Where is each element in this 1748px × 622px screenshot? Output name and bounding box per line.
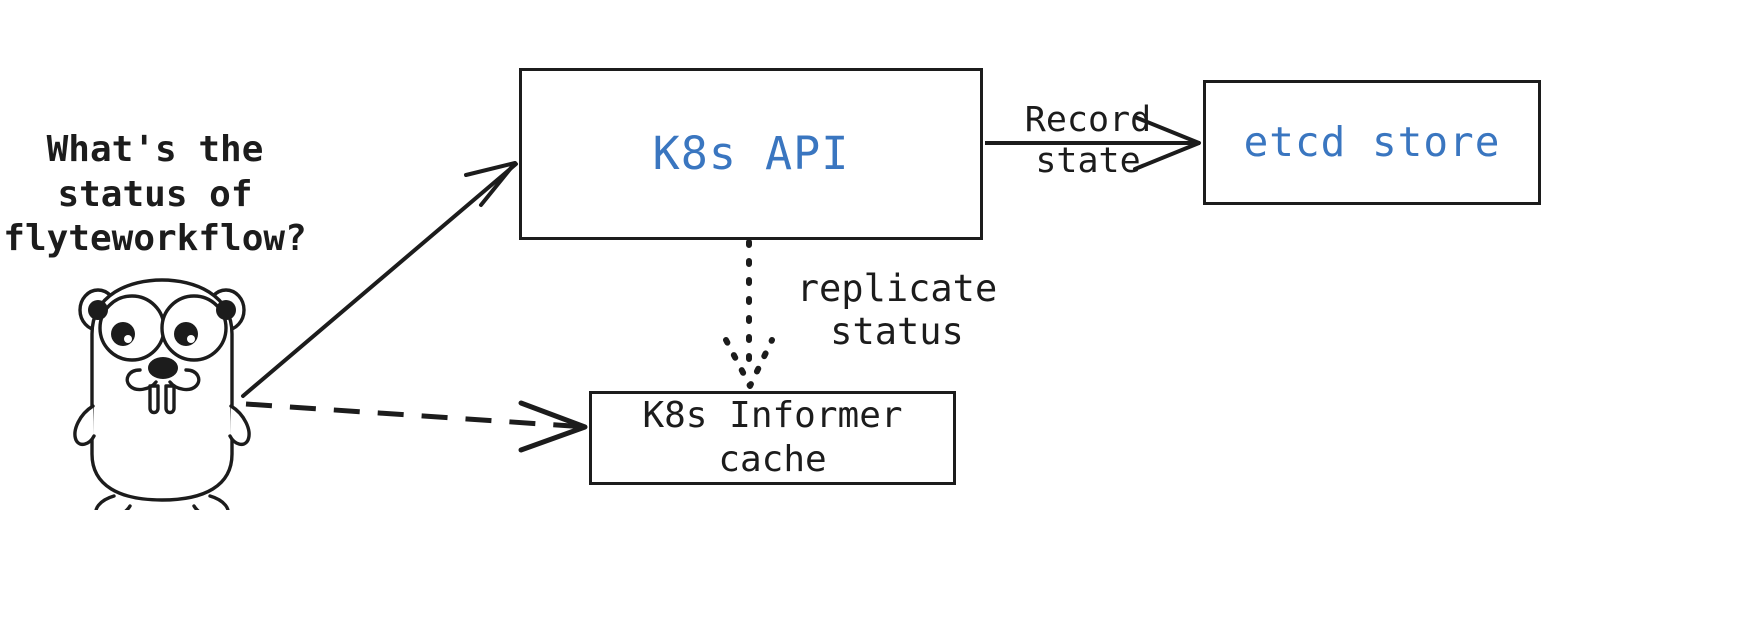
node-etcd-store-label: etcd store <box>1243 118 1501 167</box>
node-k8s-api-label: K8s API <box>652 126 850 180</box>
node-k8s-informer-cache[interactable]: K8s Informer cache <box>589 391 956 485</box>
edge-gopher-to-k8s-api <box>241 161 518 398</box>
node-k8s-informer-cache-label: K8s Informer cache <box>642 395 903 480</box>
node-etcd-store[interactable]: etcd store <box>1203 80 1541 205</box>
edge-label-record-state: Record state <box>1024 100 1152 181</box>
edge-k8s-api-to-informer-cache <box>723 239 775 389</box>
edge-gopher-to-informer-cache <box>245 400 588 453</box>
edge-k8s-api-to-etcd <box>985 115 1201 171</box>
node-k8s-api[interactable]: K8s API <box>519 68 983 240</box>
edge-label-replicate-status: replicate status <box>796 267 998 353</box>
go-gopher-icon <box>73 278 251 510</box>
question-text: What's the status of flyteworkflow? <box>3 129 307 260</box>
